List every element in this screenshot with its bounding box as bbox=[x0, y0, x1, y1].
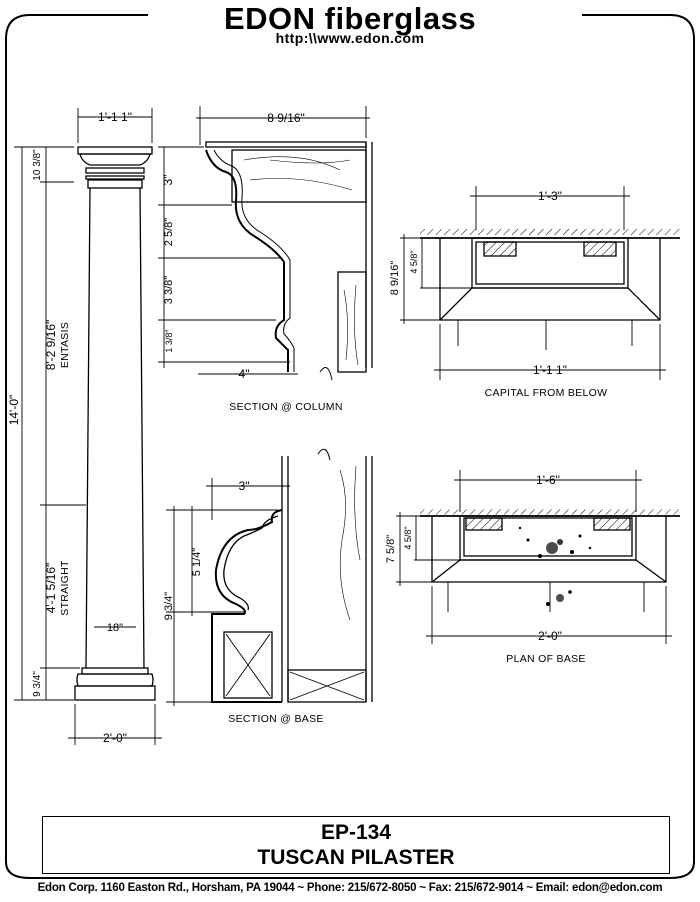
section-column-drawing bbox=[205, 141, 373, 381]
brand-title: EDON fiberglass bbox=[223, 1, 477, 36]
label-entasis: ENTASIS bbox=[59, 322, 71, 368]
dim-capital-height: 10 3/8" bbox=[32, 149, 43, 181]
dim-plan-base-top: 1'-6" bbox=[536, 473, 560, 487]
dim-base-width: 2'-0" bbox=[103, 731, 127, 745]
product-name: TUSCAN PILASTER bbox=[257, 846, 455, 869]
dim-sec-col-width: 8 9/16" bbox=[267, 111, 305, 125]
pilaster-elevation bbox=[74, 146, 156, 701]
dim-base-height: 9 3/4" bbox=[32, 671, 43, 697]
dim-overall-height: 14'-0" bbox=[7, 395, 21, 426]
product-code: EP-134 bbox=[320, 821, 392, 844]
dim-cap-below-top: 1'-3" bbox=[538, 189, 562, 203]
plan-base-drawing bbox=[420, 515, 680, 583]
pilaster-dimension-lines bbox=[14, 108, 162, 745]
caption-plan-base: PLAN OF BASE bbox=[506, 653, 585, 665]
dim-plan-base-h2: 4 5/8" bbox=[403, 526, 413, 549]
dim-cap-below-h2: 4 5/8" bbox=[409, 250, 419, 273]
caption-section-base: SECTION @ BASE bbox=[228, 713, 323, 725]
sheet-border bbox=[5, 14, 695, 879]
title-block: EP-134 TUSCAN PILASTER bbox=[42, 816, 670, 874]
capital-below-dims bbox=[400, 186, 666, 380]
dim-sec-col-1: 1 3/8" bbox=[164, 329, 174, 352]
section-column-dims bbox=[158, 106, 370, 375]
caption-section-column: SECTION @ COLUMN bbox=[229, 401, 342, 413]
dim-plan-base-bottom: 2'-0" bbox=[538, 629, 562, 643]
dim-sec-base-5: 5 1/4" bbox=[191, 548, 203, 576]
dim-sec-base-9: 9 3/4" bbox=[163, 592, 175, 620]
label-straight: STRAIGHT bbox=[59, 560, 71, 616]
dim-top-width: 1'-1 1" bbox=[98, 110, 132, 124]
dim-sec-col-3: 3" bbox=[161, 175, 175, 186]
dim-shaft-width: 18" bbox=[107, 622, 123, 634]
dim-cap-below-h1: 8 9/16" bbox=[389, 261, 401, 296]
website-url[interactable]: http:\\www.edon.com bbox=[275, 30, 425, 46]
section-base-dims bbox=[166, 478, 290, 706]
company-footer: Edon Corp. 1160 Easton Rd., Horsham, PA … bbox=[37, 882, 663, 894]
dim-entasis-height: 8'-2 9/16" bbox=[44, 320, 58, 371]
dim-straight-height: 4'-1 5/16" bbox=[44, 563, 58, 614]
plan-base-dims bbox=[396, 470, 672, 644]
dim-sec-col-4: 4" bbox=[239, 367, 250, 381]
capital-below-drawing bbox=[420, 237, 680, 321]
dim-sec-col-3b: 3 3/8" bbox=[163, 276, 175, 304]
caption-capital-below: CAPITAL FROM BELOW bbox=[485, 387, 608, 399]
dim-sec-base-3: 3" bbox=[239, 479, 250, 493]
section-base-drawing bbox=[211, 456, 373, 703]
dim-sec-col-2: 2 5/8" bbox=[163, 218, 175, 246]
dim-plan-base-h1: 7 5/8" bbox=[385, 535, 397, 563]
dim-cap-below-bottom: 1'-1 1" bbox=[533, 363, 567, 377]
plan-base-stipple bbox=[518, 526, 592, 606]
